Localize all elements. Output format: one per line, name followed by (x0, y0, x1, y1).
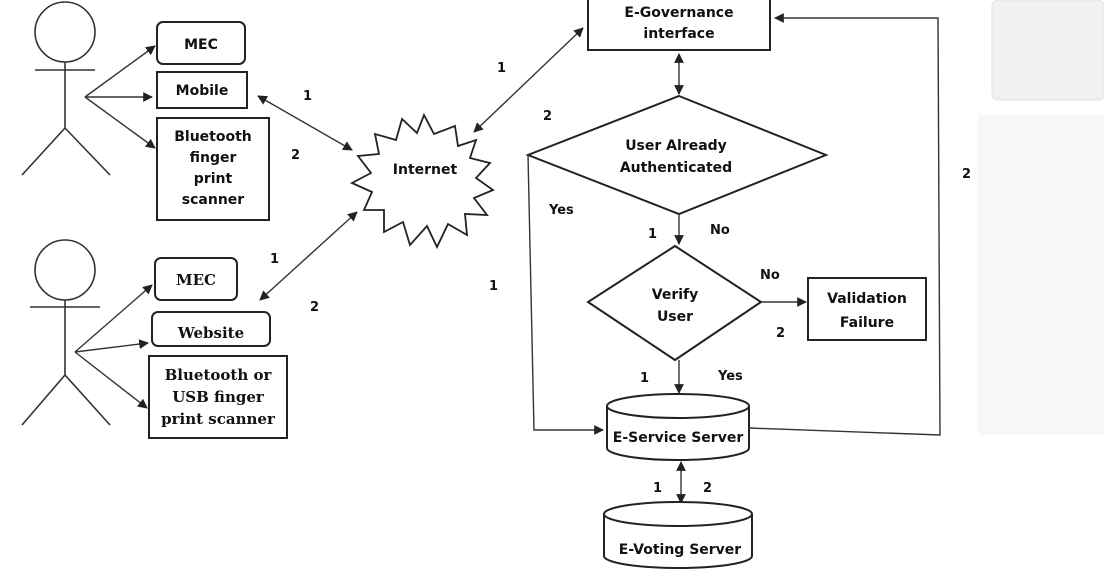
mobile-box: Mobile (156, 71, 248, 109)
bt-scanner-line-2: finger (190, 150, 237, 166)
label-return-2: 2 (962, 167, 971, 182)
mec-box-top: MEC (156, 21, 246, 65)
validation-failure-box: Validation Failure (807, 277, 927, 341)
fail-label-1: Validation (827, 291, 907, 307)
label-verify-no: No (760, 268, 780, 283)
label-db-2: 2 (703, 481, 712, 496)
user-figure-top (21, 1, 111, 176)
label-verify-yes: Yes (717, 369, 743, 384)
eservice-label: E-Service Server (613, 430, 744, 446)
background-fragments (978, 0, 1104, 435)
label-mobile-2: 2 (291, 148, 300, 163)
mobile-label: Mobile (176, 83, 229, 99)
label-egov-1: 1 (497, 61, 506, 76)
label-verify-down-1: 1 (640, 371, 649, 386)
evoting-label: E-Voting Server (619, 542, 742, 558)
label-mobile-1: 1 (303, 89, 312, 104)
bt-scanner-line-4: scanner (182, 192, 245, 208)
egov-label-2: interface (643, 26, 714, 42)
verify-label-2: User (657, 309, 693, 325)
bluetooth-scanner-box: Bluetooth finger print scanner (156, 117, 270, 221)
label-auth-no: No (710, 223, 730, 238)
mec-label-bottom: MEC (176, 271, 216, 289)
label-auth-yes: Yes (548, 203, 574, 218)
bt-usb-line-3: print scanner (161, 410, 276, 428)
label-website-1: 1 (270, 252, 279, 267)
auth-label-2: Authenticated (620, 160, 732, 176)
label-verify-fail-2: 2 (776, 326, 785, 341)
return-path (748, 13, 941, 436)
bt-scanner-line-3: print (194, 171, 233, 187)
bt-usb-line-1: Bluetooth or (165, 366, 273, 384)
website-box: Website (151, 311, 271, 347)
user-authenticated-decision: User Already Authenticated (525, 94, 829, 216)
label-db-1: 1 (653, 481, 662, 496)
user-figure-bottom (21, 239, 111, 426)
auth-label-1: User Already (625, 138, 727, 154)
label-yes-path-1: 1 (489, 279, 498, 294)
label-egov-2: 2 (543, 109, 552, 124)
eservice-server: E-Service Server (606, 393, 750, 461)
device-internet-arrows (257, 27, 584, 301)
verify-user-decision: Verify User (586, 244, 763, 362)
website-label: Website (177, 324, 244, 342)
internet-cloud: Internet (349, 112, 495, 250)
evoting-server: E-Voting Server (603, 501, 753, 569)
figure-bottom-arrows (74, 284, 153, 409)
bluetooth-usb-scanner-box: Bluetooth or USB finger print scanner (148, 355, 288, 439)
mec-label-top: MEC (184, 37, 218, 53)
bt-usb-line-2: USB finger (172, 388, 265, 406)
figure-top-arrows (84, 45, 156, 149)
auth-yes-path (527, 154, 604, 435)
mec-box-bottom: MEC (154, 257, 238, 301)
internet-label: Internet (393, 162, 458, 178)
label-auth-down-1: 1 (648, 227, 657, 242)
edge-labels: 1 2 1 2 1 2 Yes No 1 1 No 2 Yes 1 2 1 2 (270, 61, 971, 496)
egov-label-1: E-Governance (624, 5, 733, 21)
fail-label-2: Failure (840, 315, 894, 331)
verify-label-1: Verify (652, 287, 698, 303)
bt-scanner-line-1: Bluetooth (174, 129, 252, 145)
label-website-2: 2 (310, 300, 319, 315)
egovernance-interface-box: E-Governance interface (587, 0, 771, 51)
